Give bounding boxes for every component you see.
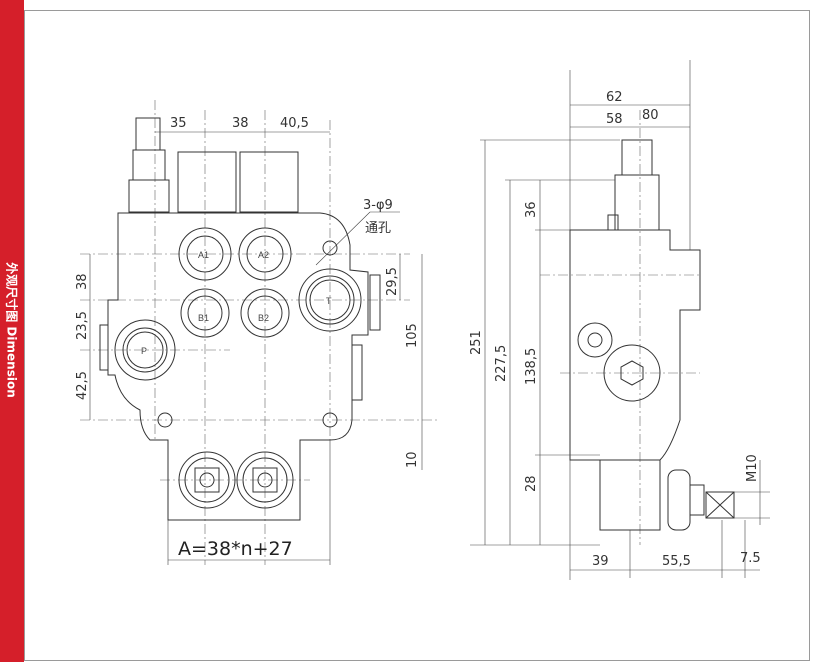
port-a2: A2 <box>238 227 292 281</box>
front-view: A1 A2 B1 B2 T P 35 38 40,5 3-φ9 通孔 38 23… <box>75 100 440 565</box>
dim-58: 58 <box>606 112 623 127</box>
dim-62: 62 <box>606 90 623 105</box>
dim-227-5: 227,5 <box>494 345 509 382</box>
svg-text:T: T <box>326 296 332 306</box>
dim-7-5: 7.5 <box>740 551 761 566</box>
dim-38-top: 38 <box>232 116 249 131</box>
port-t: T <box>298 268 362 332</box>
dim-39: 39 <box>592 554 609 569</box>
dim-55-5: 55,5 <box>662 554 691 569</box>
thread-m10: M10 <box>745 454 760 482</box>
dim-36: 36 <box>524 201 539 218</box>
dim-40-5: 40,5 <box>280 116 309 131</box>
dim-23-5: 23,5 <box>75 311 90 340</box>
dim-35: 35 <box>170 116 187 131</box>
hole-note-through: 通孔 <box>365 221 391 236</box>
dim-42-5: 42,5 <box>75 371 90 400</box>
dim-105: 105 <box>405 323 420 348</box>
svg-text:A2: A2 <box>258 250 269 260</box>
svg-text:B2: B2 <box>258 313 269 323</box>
drawing-frame <box>24 10 810 661</box>
port-p: P <box>114 319 176 381</box>
port-b1: B1 <box>180 288 230 338</box>
dim-29-5: 29,5 <box>385 267 400 296</box>
dim-38-left: 38 <box>75 273 90 290</box>
port-a1: A1 <box>178 227 232 281</box>
sidebar-red-bar: 外观尺寸图 Dimension <box>0 0 24 662</box>
dim-251: 251 <box>469 330 484 355</box>
port-b2: B2 <box>240 288 290 338</box>
width-formula: A=38*n+27 <box>178 538 293 560</box>
svg-text:A1: A1 <box>198 250 209 260</box>
dim-28: 28 <box>524 475 539 492</box>
dim-10: 10 <box>405 451 420 468</box>
svg-text:P: P <box>141 346 147 356</box>
side-view: 62 58 80 251 227,5 138,5 36 28 39 55,5 7… <box>469 60 770 580</box>
dim-138-5: 138,5 <box>524 348 539 385</box>
svg-text:B1: B1 <box>198 313 209 323</box>
hole-note: 3-φ9 <box>363 198 393 213</box>
dim-80: 80 <box>642 108 659 123</box>
